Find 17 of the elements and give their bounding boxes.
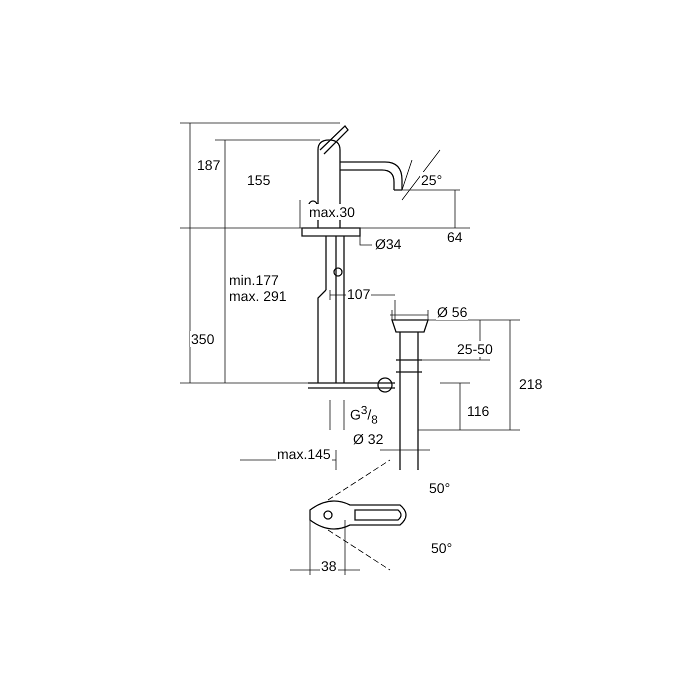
dimension-label: 50° (430, 540, 454, 556)
dimension-label: Ø 32 (352, 431, 384, 447)
dimension-label: 25-50 (456, 341, 494, 357)
dimension-label: 218 (518, 376, 544, 392)
dimension-label: 187 (196, 157, 222, 173)
dimension-label: 38 (320, 558, 338, 574)
dimension-label: 107 (346, 286, 372, 302)
dimension-label: 50° (428, 480, 452, 496)
dimension-label: Ø 56 (436, 304, 468, 320)
dimension-label: max.30 (308, 204, 356, 220)
dimension-label: 155 (246, 172, 272, 188)
dimension-label: 116 (466, 403, 490, 419)
dimension-label: 25° (420, 172, 444, 188)
dimension-label: max.145 (276, 446, 332, 462)
dimension-label: 64 (446, 229, 464, 245)
dimension-label: Ø34 (374, 236, 402, 252)
dimension-label: 350 (190, 331, 216, 347)
